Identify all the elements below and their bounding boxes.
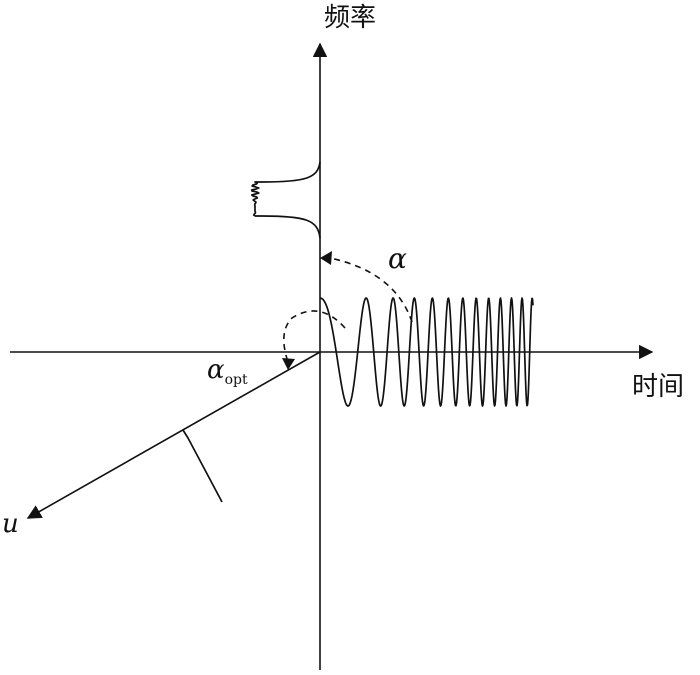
u-projection-spike (182, 429, 223, 503)
alpha-arc-arrowhead (320, 251, 332, 265)
frequency-spectrum-curve (250, 161, 321, 239)
u-axis (26, 351, 321, 519)
frequency-axis-label: 频率 (324, 3, 376, 33)
u-axis-label: u (2, 509, 19, 539)
alpha-opt-label: αopt (207, 355, 248, 388)
time-axis-label: 时间 (632, 372, 684, 402)
alpha-opt-subscript: opt (225, 372, 248, 388)
alpha-opt-arc-arrowhead (282, 358, 295, 370)
alpha-opt-rotation-arc (283, 310, 346, 363)
alpha-label: α (388, 242, 407, 275)
alpha-opt-symbol: α (207, 355, 225, 385)
chirp-signal-curve (319, 297, 534, 407)
